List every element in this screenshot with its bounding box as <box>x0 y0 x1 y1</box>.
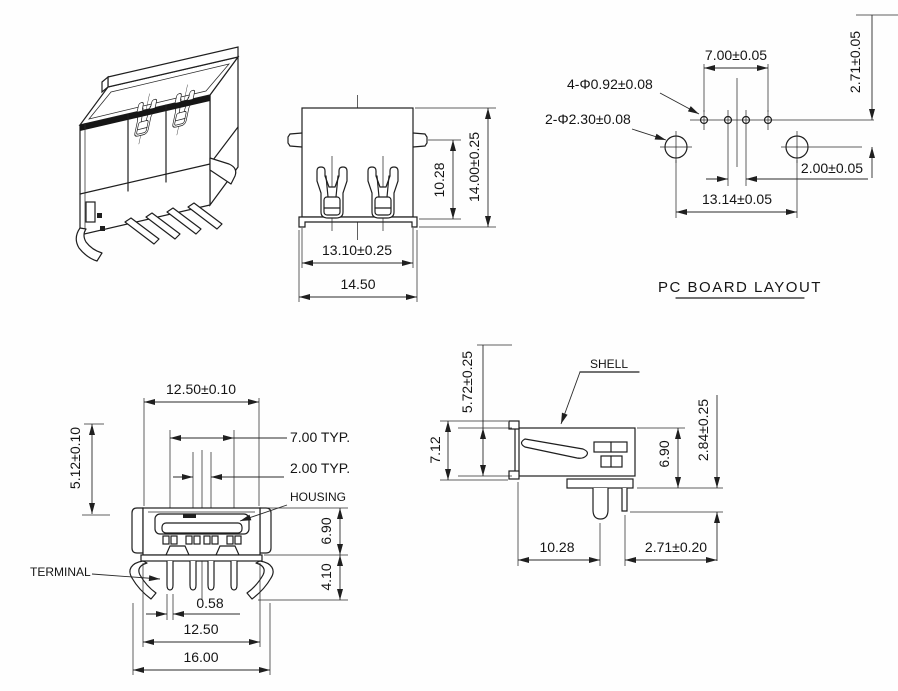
terminal-pins <box>166 561 238 591</box>
dim-body-height: 6.90 <box>318 517 334 544</box>
dim-center-pitch: 2.00 TYP. <box>290 460 350 476</box>
dim-body-depth: 6.90 <box>656 440 672 467</box>
terminal-label: TERMINAL <box>30 565 91 579</box>
dim-lock-to-pin: 2.71±0.20 <box>645 539 707 555</box>
dim-terminal-height: 5.12±0.10 <box>67 427 83 489</box>
callout-pin-holes: 4-Φ0.92±0.08 <box>567 76 653 92</box>
shell-holes <box>660 131 862 163</box>
contact-slots <box>162 535 242 545</box>
pcb-layout-view: 7.00±0.05 2.71±0.05 2.00±0.05 13.14±0.05… <box>545 14 898 299</box>
dim-terminal-width: 0.58 <box>196 595 223 611</box>
side-view: SHELL 7.12 5.72±0.25 6.90 2.84±0.25 10.2… <box>427 344 723 566</box>
housing-label: HOUSING <box>290 490 346 504</box>
dim-top-width: 12.50±0.10 <box>166 381 236 397</box>
spring-contact <box>520 438 589 459</box>
rear-view: 12.50±0.10 5.12±0.10 7.00 TYP. 2.00 TYP.… <box>30 381 350 675</box>
pcb-layout-caption: PC BOARD LAYOUT <box>658 279 822 296</box>
pin-holes <box>699 110 773 130</box>
callout-shell-holes: 2-Φ2.30±0.08 <box>545 111 631 127</box>
dim-leg-height: 4.10 <box>318 563 334 590</box>
dim-pin-span: 7.00±0.05 <box>705 47 767 63</box>
dim-standoff: 2.84±0.25 <box>695 399 711 461</box>
dim-shell-hole-span: 13.14±0.05 <box>702 191 772 207</box>
dim-overall-height: 14.00±0.25 <box>466 132 482 202</box>
dim-overall-width: 14.50 <box>340 276 375 292</box>
dim-center-pitch: 2.00±0.05 <box>801 160 863 176</box>
board-lock-leg <box>592 488 609 520</box>
dim-face-to-lock: 10.28 <box>539 539 574 555</box>
dim-pin-span: 7.00 TYP. <box>290 429 350 445</box>
dim-body-height: 10.28 <box>431 162 447 197</box>
dim-slot-width: 13.10±0.25 <box>322 242 392 258</box>
terminal-pin <box>621 488 628 512</box>
shell-label: SHELL <box>590 357 628 371</box>
dim-shell-opening: 5.72±0.25 <box>459 351 475 413</box>
front-view: 13.10±0.25 14.50 10.28 14.00±0.25 <box>287 95 496 302</box>
dim-body-width: 12.50 <box>183 621 218 637</box>
dim-overall-width: 16.00 <box>183 649 218 665</box>
dim-row-offset: 2.71±0.05 <box>847 31 863 93</box>
dim-overall-height: 7.12 <box>427 436 443 463</box>
isometric-view <box>75 46 240 262</box>
